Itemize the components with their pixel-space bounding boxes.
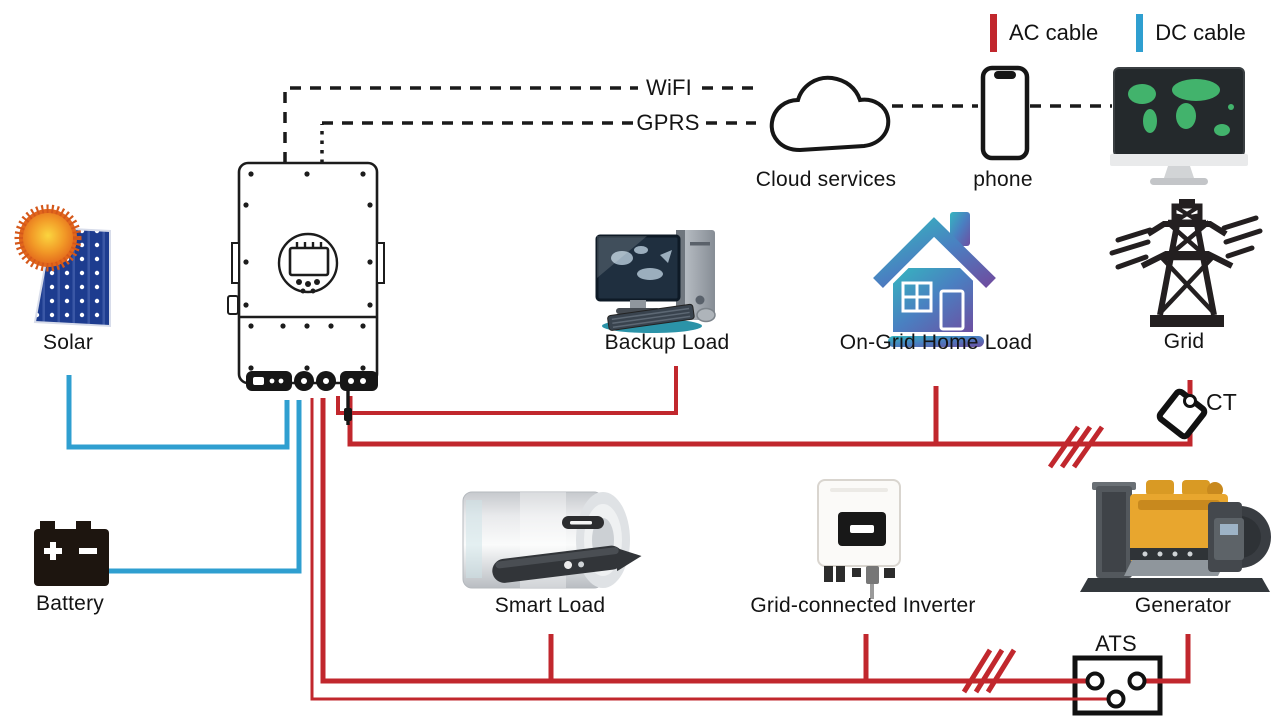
backup-load-label: Backup Load [604, 331, 730, 354]
smartphone-icon [980, 65, 1030, 161]
wire-ats-upper-ac [320, 398, 1092, 684]
generator-label: Generator [1134, 594, 1232, 617]
wiring-layer [66, 86, 1193, 701]
wire-ats-lower-ac [310, 398, 1113, 701]
wire-generator-ac [1140, 634, 1191, 684]
legend-item-dc: DC cable [1136, 14, 1246, 52]
inverter-screws [243, 171, 373, 371]
ac-cable-label: AC cable [1009, 20, 1099, 45]
cloud-services-label: Cloud services [755, 168, 897, 191]
gprs-label: GPRS [636, 110, 700, 135]
ats-terminals [1085, 671, 1147, 709]
ats-label: ATS [1095, 631, 1137, 656]
cloud-icon [769, 75, 891, 153]
legend-item-ac: AC cable [990, 14, 1098, 52]
battery-label: Battery [36, 592, 104, 615]
wire-solar-dc [66, 375, 290, 450]
wire-battery-dc [108, 400, 302, 574]
smart-load-label: Smart Load [494, 594, 606, 617]
house-icon [870, 211, 999, 347]
ac-cable-swatch [990, 14, 997, 52]
inverter-feet [824, 566, 895, 582]
power-lines [1109, 215, 1263, 270]
mouse [696, 307, 716, 323]
phase-slashes-ats-line [961, 648, 1017, 694]
dc-cable-label: DC cable [1155, 20, 1246, 45]
diesel-generator-icon [1080, 480, 1271, 592]
wire-wifi-dashed [283, 86, 638, 163]
dc-cable-swatch [1136, 14, 1144, 52]
battery-icon [34, 521, 109, 586]
ct-clamp-icon [1156, 388, 1208, 440]
heater-control-bar [492, 545, 642, 583]
solar-label: Solar [42, 331, 94, 354]
keyboard [607, 303, 695, 331]
inverter-screen [288, 246, 330, 277]
inverter-bottom-connectors [246, 371, 378, 425]
wire-backup-load-ac [336, 366, 678, 415]
monitor-map-graphics [611, 246, 672, 280]
sun-and-solar-panel-icon [14, 204, 111, 328]
on-grid-home-load-label: On-Grid Home Load [839, 331, 1033, 354]
transmission-tower-icon [1109, 199, 1263, 327]
phone-label: phone [973, 168, 1033, 191]
wifi-label: WiFI [645, 75, 693, 100]
grid-connected-inverter-label: Grid-connected Inverter [750, 594, 976, 617]
legend: AC cable DC cable [990, 14, 1274, 52]
battery-plus-minus [44, 542, 97, 560]
grid-label: Grid [1163, 330, 1205, 353]
desktop-computer-icon [595, 230, 716, 333]
ct-label: CT [1206, 389, 1238, 415]
world-map-graphic [1128, 79, 1234, 136]
string-inverter-icon [817, 479, 901, 599]
hybrid-inverter-icon [227, 161, 385, 425]
phase-slashes-grid-line [1047, 425, 1105, 469]
world-map-monitor-icon [1110, 67, 1248, 185]
water-heater-icon [462, 491, 642, 589]
